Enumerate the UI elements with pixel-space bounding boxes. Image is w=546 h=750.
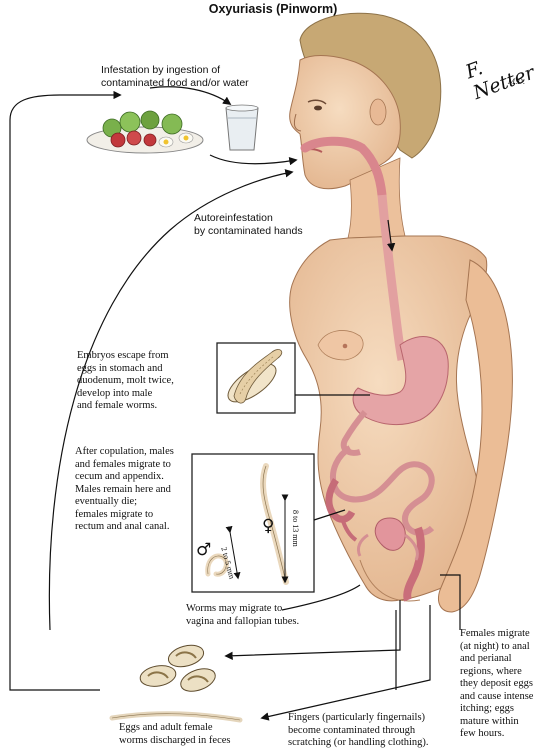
arrow-to-mouth (209, 154, 298, 166)
contaminated-food-plate (86, 110, 204, 154)
label-embryos: Embryos escape from eggs in stomach and … (77, 350, 174, 411)
arrow-autoreinfestation (48, 169, 294, 631)
label-fingers: Fingers (particularly fingernails) becom… (288, 712, 429, 748)
label-eggs-feces: Eggs and adult female worms discharged i… (119, 722, 231, 746)
arrow-down-esophagus (386, 219, 396, 252)
adult-female-worm-in-feces (109, 711, 243, 723)
label-vagina: Worms may migrate to vagina and fallopia… (186, 603, 300, 627)
eggs-in-feces (139, 644, 216, 692)
label-infestation: Infestation by ingestion of contaminated… (101, 64, 249, 89)
uterus (374, 517, 406, 551)
male-worm-drawing (205, 553, 229, 577)
cecum-appendix (325, 478, 356, 523)
label-autoreinfestation: Autoreinfestation by contaminated hands (194, 212, 303, 237)
label-copulation: After copulation, males and females migr… (75, 446, 174, 532)
female-size-label: 8 to 13 mm (291, 510, 300, 547)
page-title: Oxyuriasis (Pinworm) (208, 2, 338, 16)
artist-signature-suffix: M.D. (508, 78, 525, 86)
embryo-in-egg-drawing (227, 349, 283, 404)
esophagus (377, 194, 407, 361)
small-intestine (340, 410, 368, 456)
female-symbol: ♀ (262, 516, 275, 536)
arrow-plate-to-glass (149, 86, 232, 105)
arrow-outer-loop (9, 90, 122, 691)
rectum (403, 526, 425, 602)
male-symbol: ♂ (196, 540, 212, 560)
glass-of-water (225, 104, 259, 151)
arm (438, 259, 513, 613)
label-females-migrate: Females migrate (at night) to anal and p… (460, 628, 534, 739)
arrow-anus-to-eggs (224, 600, 401, 660)
worms-inset (191, 453, 315, 593)
male-length-arrow (225, 525, 241, 580)
arrow-to-adult-worm (260, 605, 431, 721)
female-worm-drawing (260, 463, 289, 585)
mouth-cavity (300, 136, 387, 200)
digestive-tract (300, 136, 449, 602)
cycle-arrows (9, 86, 461, 721)
